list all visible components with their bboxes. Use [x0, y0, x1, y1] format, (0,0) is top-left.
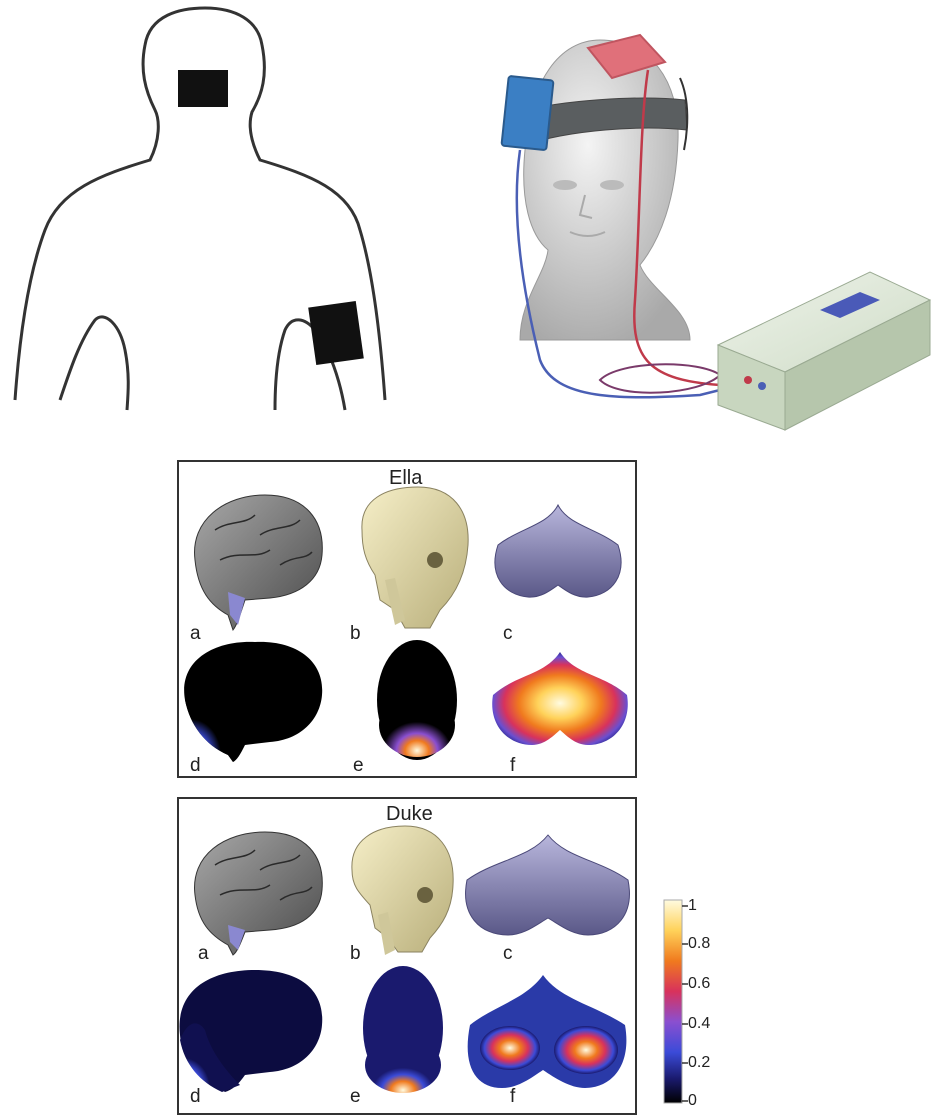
- colorbar-tick-0.6: 0.6: [688, 975, 710, 993]
- colorbar-tick-0.4: 0.4: [688, 1015, 710, 1033]
- colorbar-gradient: [664, 900, 682, 1103]
- colorbar-tick-0.8: 0.8: [688, 935, 710, 953]
- colorbar-tick-0.2: 0.2: [688, 1054, 710, 1072]
- colorbar-tick-0: 0: [688, 1092, 697, 1110]
- colorbar-tick-1: 1: [688, 897, 697, 915]
